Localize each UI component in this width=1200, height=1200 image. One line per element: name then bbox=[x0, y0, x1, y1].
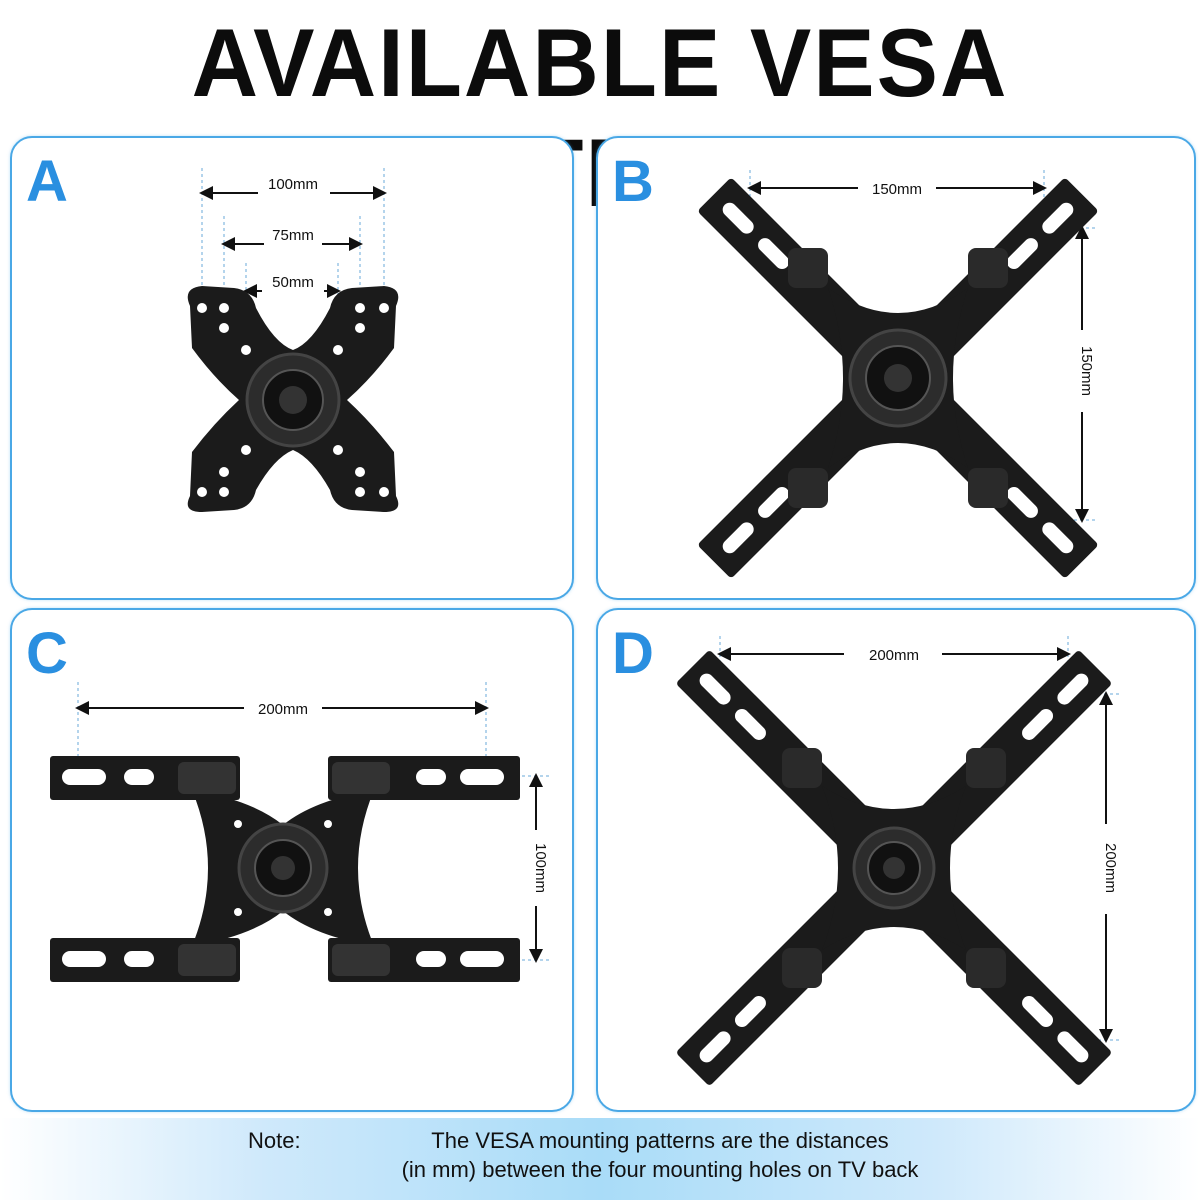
panel-b: B 150mm 150mm bbox=[596, 136, 1196, 600]
panel-d-letter: D bbox=[612, 621, 654, 686]
dim-200mm-vertical: 200mm bbox=[1102, 843, 1119, 893]
vesa-plate-a: 100mm 75mm 50mm bbox=[187, 168, 399, 512]
dim-100mm-vertical: 100mm bbox=[532, 843, 549, 893]
vesa-plate-c: 200mm 100mm bbox=[50, 682, 552, 982]
note-bar bbox=[0, 1118, 1200, 1200]
panel-a: A 100mm 75mm 50mm bbox=[10, 136, 574, 600]
dim-200mm-horizontal: 200mm bbox=[869, 647, 919, 664]
dim-150mm-horizontal: 150mm bbox=[872, 181, 922, 198]
vesa-plate-d: 200mm 200mm bbox=[677, 636, 1122, 1085]
dim-75mm: 75mm bbox=[272, 227, 314, 244]
dim-50mm: 50mm bbox=[272, 274, 314, 291]
dim-150mm-vertical: 150mm bbox=[1078, 346, 1095, 396]
vesa-plate-b: 150mm 150mm bbox=[698, 170, 1098, 578]
dim-200mm-horizontal: 200mm bbox=[258, 701, 308, 718]
note-line-1: The VESA mounting patterns are the dista… bbox=[431, 1128, 889, 1153]
panel-a-letter: A bbox=[26, 149, 68, 214]
panel-d: D 200mm 200mm bbox=[596, 608, 1196, 1112]
note-line-2: (in mm) between the four mounting holes … bbox=[401, 1157, 919, 1182]
panel-b-letter: B bbox=[612, 149, 654, 214]
panel-c: C 200mm 100mm bbox=[10, 608, 574, 1112]
panel-c-letter: C bbox=[26, 621, 68, 686]
dim-100mm: 100mm bbox=[268, 176, 318, 193]
note-label: Note: bbox=[248, 1128, 301, 1153]
